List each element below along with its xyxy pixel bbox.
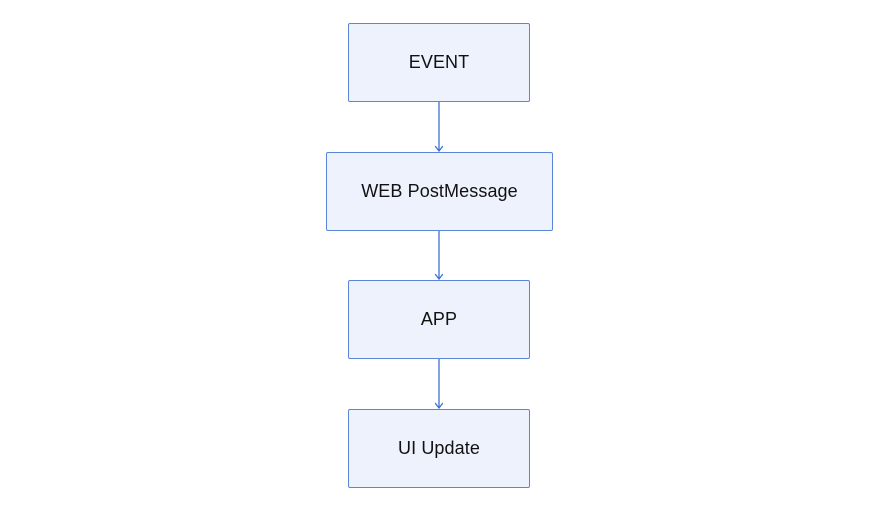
node-ui-update: UI Update [348,409,530,488]
node-app: APP [348,280,530,359]
node-ui-update-label: UI Update [398,438,480,458]
edge-app-to-ui [434,358,444,409]
node-web-postmessage-label: WEB PostMessage [361,181,518,201]
node-web-postmessage: WEB PostMessage [326,152,553,231]
edge-web-to-app [434,230,444,280]
node-app-label: APP [420,309,458,329]
node-event-label: EVENT [408,52,470,72]
node-event: EVENT [348,23,530,102]
edge-event-to-web [434,101,444,152]
